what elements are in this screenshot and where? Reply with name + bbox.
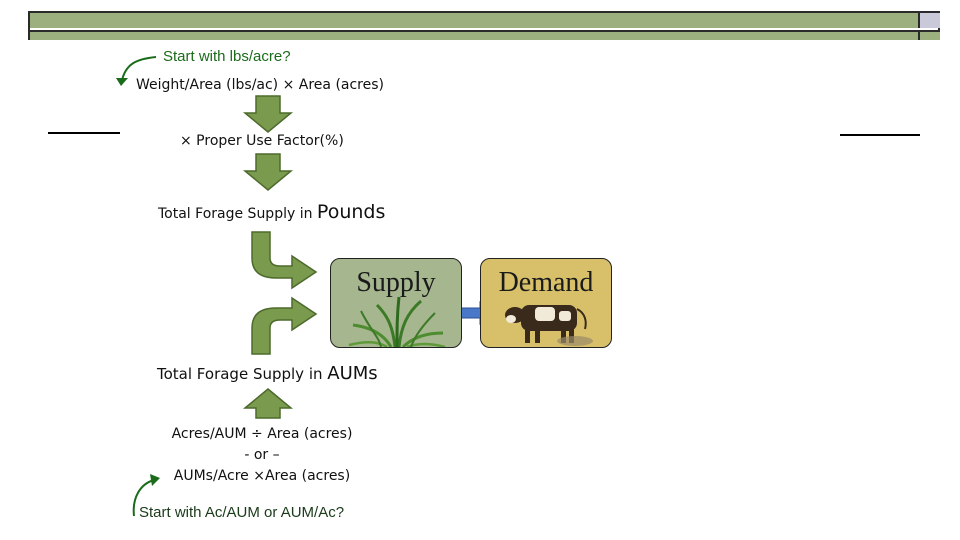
bend-arrow-lower <box>251 296 318 355</box>
total-aums-unit: AUMs <box>327 363 378 384</box>
weight-area-step: Weight/Area (lbs/ac) × Area (acres) <box>136 77 385 93</box>
curved-pointer-arrow-bottom <box>132 479 155 517</box>
bend-arrow-upper <box>251 231 318 290</box>
title-corner-square-lower <box>918 30 940 40</box>
supply-label: Supply <box>356 267 436 298</box>
grass-icon <box>348 296 446 347</box>
total-aums-prefix: Total Forage Supply in <box>157 365 328 383</box>
start-aum-note: Start with Ac/AUM or AUM/Ac? <box>139 504 345 521</box>
title-band-lower <box>30 30 918 40</box>
cow-icon <box>505 305 593 346</box>
aums-per-acre-step: AUMs/Acre ×Area (acres) <box>173 468 351 484</box>
up-arrow <box>242 388 294 419</box>
demand-box: Demand <box>480 258 612 348</box>
right-divider-rule <box>840 134 920 136</box>
total-pounds-prefix: Total Forage Supply in <box>158 206 317 222</box>
start-lbs-note: Start with lbs/acre? <box>163 48 291 65</box>
title-bar <box>28 11 940 40</box>
down-arrow-1 <box>242 95 294 133</box>
total-pounds-label: Total Forage Supply in Pounds <box>158 201 385 223</box>
acres-per-aum-step: Acres/AUM ÷ Area (acres) <box>171 426 353 442</box>
or-separator: - or – <box>244 447 280 463</box>
title-band <box>30 13 918 28</box>
left-divider-rule <box>48 132 120 134</box>
title-corner-square <box>918 13 940 28</box>
curved-pointer-arrowhead-top <box>116 78 128 86</box>
total-pounds-unit: Pounds <box>316 201 386 223</box>
curved-pointer-arrow-top <box>121 56 157 81</box>
down-arrow-2 <box>242 153 294 191</box>
proper-use-step: × Proper Use Factor(%) <box>180 133 344 149</box>
curved-pointer-arrowhead-bottom <box>150 474 160 486</box>
supply-box: Supply <box>330 258 462 348</box>
total-aums-label: Total Forage Supply in AUMs <box>157 363 378 384</box>
demand-label: Demand <box>498 267 594 298</box>
